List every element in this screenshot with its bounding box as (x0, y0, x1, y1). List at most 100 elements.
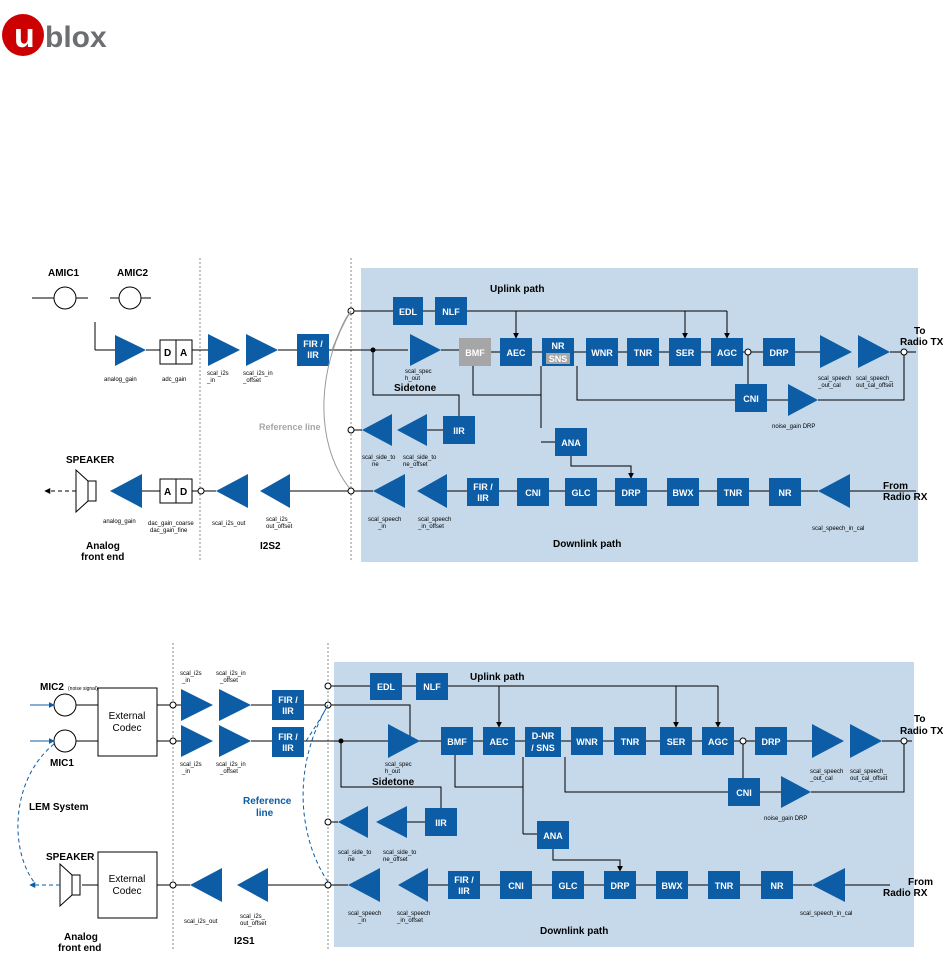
aec-block (500, 338, 532, 366)
scal-speech-in-label-2b: _in (357, 918, 366, 924)
scal-speech-in-cal-amp-2 (812, 868, 845, 902)
from-label: From (883, 481, 908, 492)
scal-speech-out-cal-amp (820, 335, 852, 368)
scal-i2s-in-offset-bot-label: scal_i2s_in (216, 762, 246, 768)
wnr-label: WNR (591, 348, 613, 358)
scal-speech-in-offset-label: scal_speech (418, 517, 451, 523)
ana-block-2 (537, 821, 569, 849)
scal-i2s-in-top-label: scal_i2s (180, 671, 202, 677)
wnr-block (586, 338, 618, 366)
iir-label: IIR (453, 426, 465, 436)
amic2-label: AMIC2 (117, 268, 149, 279)
scal-i2s-out-offset-amp (260, 474, 290, 508)
agc-label: AGC (717, 348, 738, 358)
wnr-label-2: WNR (576, 737, 598, 747)
dac-gain-fine-label: dac_gain_fine (150, 528, 188, 534)
glc-block-2 (552, 871, 584, 899)
fir-iir-label: FIR / (303, 339, 323, 349)
cni-label-2: CNI (736, 788, 752, 798)
scal-speech-out-cal-label-2b: _out_cal (809, 776, 833, 782)
dac-gain-coarse-label: dac_gain_coarse (148, 521, 194, 527)
downlink-path-label-2: Downlink path (540, 926, 608, 937)
edl-block-2 (370, 673, 402, 700)
dl-cni-block-2 (500, 871, 532, 899)
mic2-note: (noise signal) (68, 686, 98, 692)
dl-nr-label-2: NR (771, 881, 784, 891)
scal-speech-in-label-2: scal_speech (348, 911, 381, 917)
logo-wordmark: blox (45, 21, 107, 54)
scal-side-tone-offset-amp-2 (376, 806, 407, 838)
adc-d: D (164, 348, 171, 359)
tnr-label-2: TNR (621, 737, 640, 747)
scal-speech-in-cal-label: scal_speech_in_cal (812, 526, 864, 532)
adc-a: A (180, 348, 187, 359)
scal-i2s-in-offset-amp-a (219, 689, 251, 721)
ser-block (669, 338, 701, 366)
bmf-block-2 (441, 727, 473, 755)
ser-label: SER (676, 348, 695, 358)
dl-cni-block (517, 478, 549, 506)
scal-i2s-in-amp-a (181, 689, 213, 721)
scal-speech-in-offset-label-2b: _in_offset (396, 918, 423, 924)
dl-drp-label-2: DRP (610, 881, 629, 891)
adc-gain-label: adc_gain (162, 377, 186, 383)
analog-gain-amp (115, 335, 146, 366)
edl-label-2: EDL (377, 682, 396, 692)
scal-i2s-in-offset-label-2: _offset (242, 378, 261, 384)
dl-analog-gain-amp (110, 474, 142, 508)
scal-speech-out-cal-offset-label: scal_speech_ (856, 376, 893, 382)
scal-i2s-out-amp-2 (190, 868, 222, 902)
scal-i2s-in-offset-amp-b (219, 725, 251, 757)
scal-side-tone-offset-amp (397, 414, 427, 446)
dnr-label: D-NR (532, 731, 555, 741)
scal-side-tone-label-2: ne (372, 462, 379, 468)
from-label-2: From (908, 877, 933, 888)
agc-label-2: AGC (708, 737, 729, 747)
reference-line-label-2b: line (256, 808, 274, 819)
iir-label-2: IIR (435, 818, 447, 828)
bmf-label-2: BMF (447, 737, 467, 747)
fir-iir-b-label: FIR / (278, 732, 298, 742)
dl-fir-iir-label-2: IIR (477, 493, 489, 503)
speaker-label-2: SPEAKER (46, 852, 95, 863)
dsp-panel-2 (334, 662, 914, 947)
amic1-label: AMIC1 (48, 268, 80, 279)
fir-iir-b-label-2: IIR (282, 743, 294, 753)
scal-speech-out-cal-offset-label-2: scal_speech_ (850, 769, 887, 775)
aec-block-2 (483, 727, 515, 755)
logo-mark-u: u (14, 17, 35, 55)
scal-i2s-out-label-2: scal_i2s_out (184, 919, 218, 925)
dl-drp-block-2 (604, 871, 636, 899)
scal-speech-in-amp (373, 474, 405, 508)
analog-front-end-label-2: Analog (64, 932, 98, 943)
dl-tnr-block (717, 478, 749, 506)
scal-speech-in-label: scal_speech (368, 517, 401, 523)
logo-mark (2, 14, 44, 56)
scal-i2s-in-label-2: _in (206, 378, 215, 384)
radio-tx-label: Radio TX (900, 337, 943, 348)
cni-block-2 (728, 778, 760, 806)
dl-tnr-label: TNR (724, 488, 743, 498)
glc-label: GLC (572, 488, 591, 498)
scal-i2s-in-offset-label: scal_i2s_in (243, 371, 273, 377)
scal-speech-in-offset-amp (417, 474, 447, 508)
scal-i2s-in-amp-b (181, 725, 213, 757)
dl-fir-iir-label: FIR / (473, 482, 493, 492)
scal-speech-out-cal-label: scal_speech (818, 376, 851, 382)
scal-side-tone-offset-label-2b: ne_offset (383, 857, 408, 863)
dl-nr-block-2 (761, 871, 793, 899)
ana-label-2: ANA (543, 831, 563, 841)
amic2-icon (118, 286, 142, 310)
scal-i2s-out-offset-label-2b: out_offset (240, 921, 267, 927)
cni-label: CNI (743, 394, 759, 404)
dl-tnr-label-2: TNR (715, 881, 734, 891)
i2s1-label: I2S1 (234, 936, 255, 947)
dl-drp-block (615, 478, 647, 506)
scal-speech-in-label-2: _in (377, 524, 386, 530)
scal-i2s-out-offset-label: scal_i2s_ (266, 517, 292, 523)
scal-side-tone-amp-2 (338, 806, 368, 838)
analog-gain-label: analog_gain (104, 377, 137, 383)
drp-block (763, 338, 795, 366)
scal-side-tone-offset-label-2: scal_side_to (383, 850, 417, 856)
